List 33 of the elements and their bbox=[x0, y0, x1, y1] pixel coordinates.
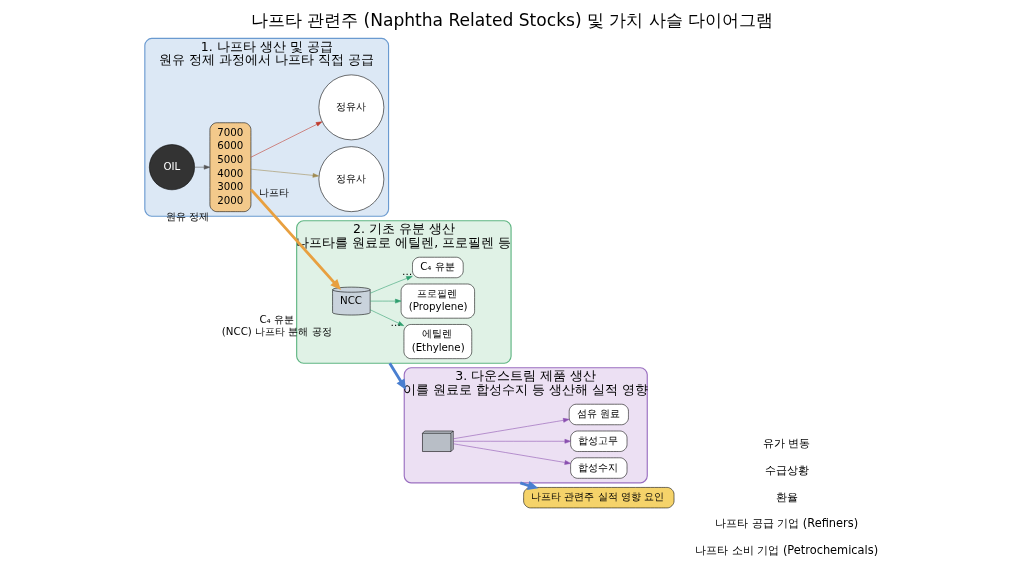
node-box: 7000 6000 5000 4000 3000 2000 bbox=[209, 122, 252, 212]
node-label: C₄ 유분 bbox=[259, 313, 294, 326]
edge-label: 나프타 bbox=[259, 186, 290, 199]
node-box: 에틸렌 (Ethylene) bbox=[403, 324, 473, 359]
arrow bbox=[369, 298, 402, 304]
node-circle: OIL bbox=[149, 144, 195, 191]
node-box: 프로필렌 (Propylene) bbox=[400, 283, 475, 319]
label: 환율 bbox=[775, 489, 798, 504]
arrow bbox=[369, 309, 405, 326]
diagram-title: 나프타 관련주 (Naphtha Related Stocks) 및 가치 사슬 다이어그램 bbox=[250, 10, 774, 31]
arrow bbox=[249, 188, 341, 291]
label: 나프타 소비 기업 (Petrochemicals) bbox=[695, 543, 879, 558]
label: 나프타 공급 기업 (Refiners) bbox=[715, 516, 859, 531]
arrow bbox=[370, 276, 413, 294]
arrow bbox=[453, 418, 570, 440]
arrow bbox=[250, 168, 319, 178]
node-box: 섬유 원료 bbox=[568, 403, 629, 426]
arrow bbox=[250, 121, 323, 158]
node-box: 합성수지 bbox=[570, 457, 628, 479]
node-box: 합성고무 bbox=[570, 430, 628, 452]
node-box: 나프타 관련주 실적 영향 요인 bbox=[523, 487, 675, 509]
node-box: C₄ 유분 bbox=[412, 256, 464, 279]
node-circle: 정유사 bbox=[318, 74, 385, 141]
arrow bbox=[453, 443, 571, 465]
arrow bbox=[453, 439, 571, 444]
node-label: (NCC) 나프타 분해 공정 bbox=[221, 324, 332, 337]
node-circle: 정유사 bbox=[318, 146, 385, 212]
label: 유가 변동 bbox=[762, 435, 811, 450]
arrow bbox=[388, 362, 407, 391]
node-label: … bbox=[401, 264, 413, 277]
arrow bbox=[194, 164, 211, 170]
label: 수급상황 bbox=[764, 462, 809, 477]
node-label: … bbox=[390, 316, 401, 329]
